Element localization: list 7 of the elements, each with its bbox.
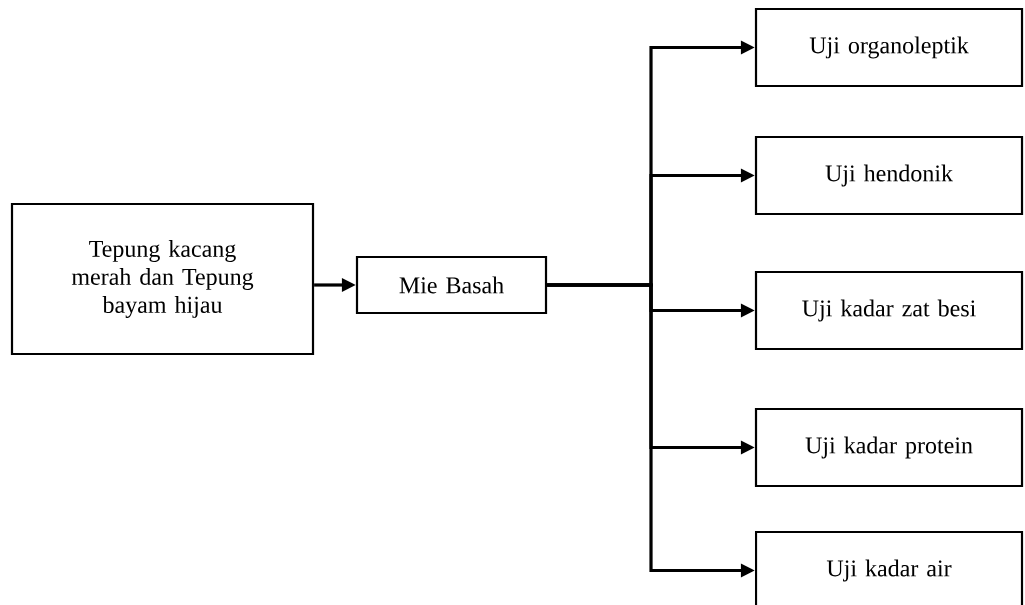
process-box: Uji organoleptik [754, 7, 1024, 88]
process-box: Tepung kacang merah dan Tepung bayam hijau [10, 202, 315, 356]
process-box: Uji kadar protein [754, 407, 1024, 488]
process-box: Uji hendonik [754, 135, 1024, 216]
process-box: Uji kadar zat besi [754, 270, 1024, 351]
process-box: Uji kadar air [754, 530, 1024, 605]
process-box: Mie Basah [355, 255, 548, 315]
